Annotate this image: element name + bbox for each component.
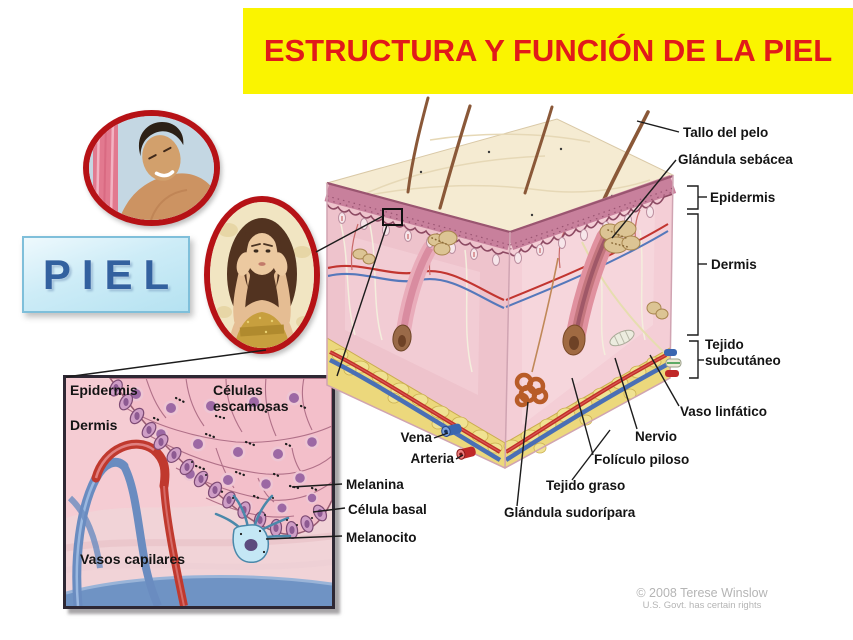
man-photo — [83, 110, 220, 226]
label-glandula-sudoripara: Glándula sudorípara — [504, 505, 636, 520]
label-dermis: Dermis — [711, 257, 757, 272]
nerve-fibers — [339, 219, 646, 373]
vein-stub — [441, 423, 462, 437]
inset-box — [63, 375, 335, 611]
inset-label-vasos-capilares: Vasos capilares — [80, 551, 186, 567]
hair-follicle-right — [562, 228, 616, 356]
lymph-vessel — [609, 329, 635, 347]
right-edge-vessels — [664, 349, 682, 377]
page-title: ESTRUCTURA Y FUNCIÓN DE LA PIEL — [263, 33, 833, 68]
label-vena: Vena — [400, 430, 432, 445]
deep-vessels — [328, 350, 670, 462]
label-foliculo-piloso: Folículo piloso — [594, 452, 690, 467]
label-celula-basal: Célula basal — [348, 502, 427, 517]
piel-label: PIEL — [42, 250, 181, 298]
dermis-right-face — [505, 175, 673, 468]
inset-label-epidermis: Epidermis — [70, 382, 138, 398]
label-epidermis: Epidermis — [710, 190, 776, 205]
sebaceous-glands — [352, 220, 669, 320]
hairs — [406, 96, 650, 210]
credit-line1: © 2008 Terese Winslow — [636, 586, 768, 600]
nerve-main — [581, 241, 669, 357]
artery-stub — [456, 446, 476, 460]
label-melanina: Melanina — [346, 477, 404, 492]
label-vaso-linfatico: Vaso linfático — [680, 404, 768, 419]
title-banner: ESTRUCTURA Y FUNCIÓN DE LA PIEL — [243, 8, 853, 94]
inset-illustration — [65, 377, 333, 611]
inset-label-dermis: Dermis — [70, 417, 118, 433]
label-tallo-del-pelo: Tallo del pelo — [683, 125, 769, 140]
magnifier-square — [382, 208, 403, 226]
fat-layer — [326, 337, 671, 469]
copyright-credit: © 2008 Terese Winslow U.S. Govt. has cer… — [612, 586, 792, 611]
skin-surface — [325, 118, 675, 233]
epidermis-band — [324, 174, 677, 266]
mid-vessels — [327, 209, 669, 310]
piel-box: PIEL — [22, 236, 190, 313]
credit-line2: U.S. Govt. has certain rights — [642, 600, 762, 611]
man-photo-image — [89, 116, 214, 220]
label-arteria: Arteria — [410, 451, 454, 466]
label-nervio: Nervio — [635, 429, 678, 444]
inset-label-celulas-escamosas: Células escamosas — [213, 382, 289, 415]
dermis-left-face — [327, 183, 510, 468]
woman-photo — [204, 196, 320, 354]
woman-photo-image — [210, 202, 314, 348]
label-tejido-graso: Tejido graso — [546, 478, 626, 493]
label-glandula-sebacea: Glándula sebácea — [678, 152, 793, 167]
sweat-gland — [514, 257, 559, 408]
label-melanocito: Melanocito — [346, 530, 417, 545]
hair-follicle-left — [392, 240, 438, 352]
label-tejido-subcutaneo: Tejido subcutáneo — [705, 337, 781, 368]
